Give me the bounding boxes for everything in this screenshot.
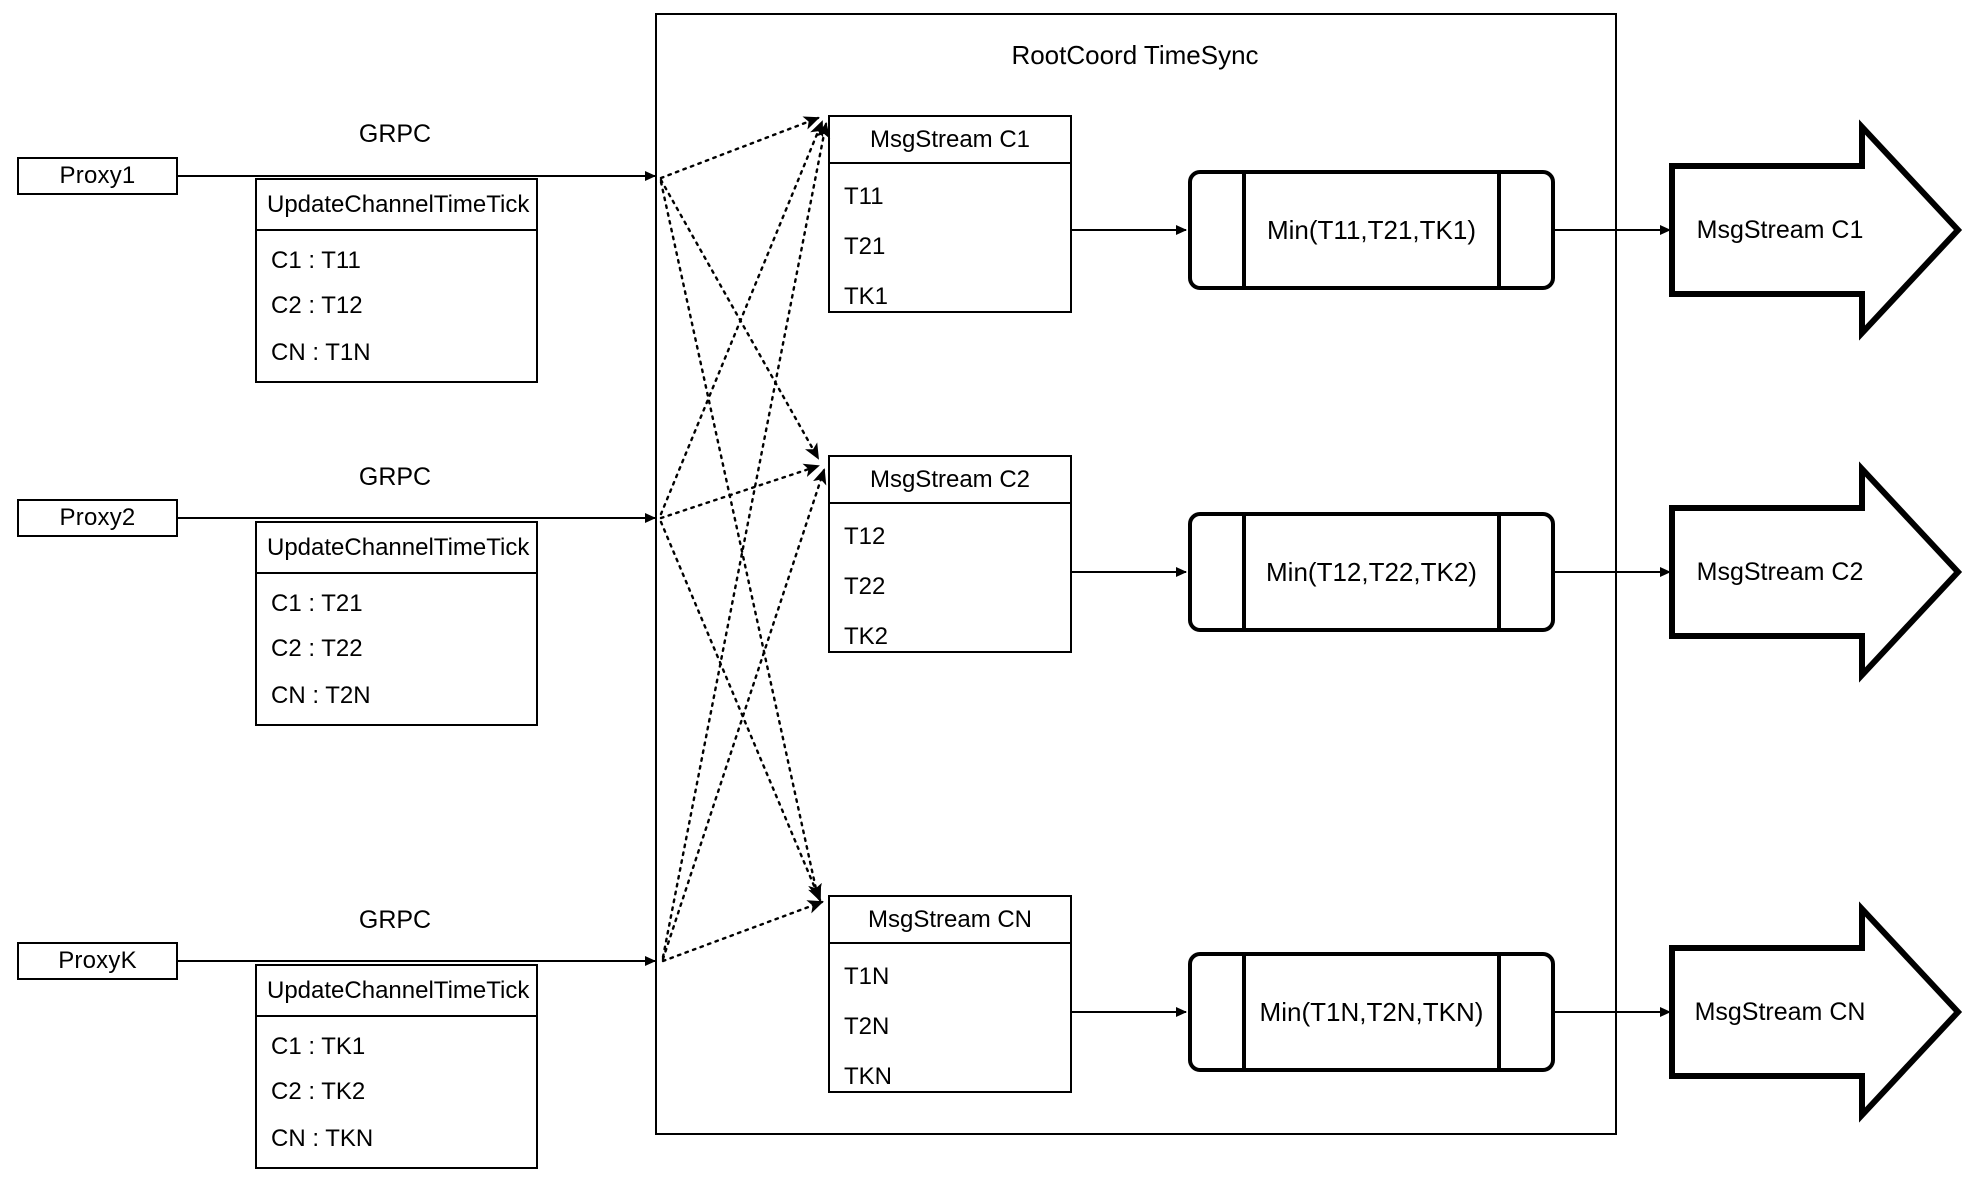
msgstream-ticks: T1N T2N TKN [830, 944, 1070, 1102]
proxy-box-proxy1[interactable]: Proxy1 [17, 157, 178, 195]
min-label: Min(T1N,T2N,TKN) [1259, 996, 1484, 1027]
update-channel-timetick-proxy2: UpdateChannelTimeTick C1 : T21 C2 : T22 … [255, 521, 538, 726]
rootcoord-timesync-container [655, 13, 1617, 1135]
payload-row: C2 : T22 [271, 634, 363, 662]
min-process-c1: Min(T11,T21,TK1) [1188, 170, 1555, 290]
msgstream-title: MsgStream C2 [830, 457, 1070, 504]
min-label: Min(T12,T22,TK2) [1266, 556, 1477, 587]
payload-row: C2 : T12 [271, 291, 363, 319]
proxy-box-proxy2[interactable]: Proxy2 [17, 499, 178, 537]
payload-title: UpdateChannelTimeTick [257, 966, 536, 1017]
min-process-c2: Min(T12,T22,TK2) [1188, 512, 1555, 632]
payload-title: UpdateChannelTimeTick [257, 523, 536, 574]
payload-row: CN : TKN [271, 1124, 374, 1152]
msgstream-box-c2: MsgStream C2 T12 T22 TK2 [828, 455, 1072, 653]
msgstream-tick: T2N [844, 1013, 890, 1040]
msgstream-tick: T12 [844, 523, 886, 550]
block-arrow-label-c2: MsgStream C2 [1696, 557, 1864, 586]
msgstream-title: MsgStream C1 [830, 117, 1070, 164]
payload-row: C1 : TK1 [271, 1032, 366, 1060]
payload-row: C2 : TK2 [271, 1077, 366, 1105]
msgstream-box-cn: MsgStream CN T1N T2N TKN [828, 895, 1072, 1093]
payload-rows: C1 : TK1 C2 : TK2 CN : TKN [257, 1017, 536, 1167]
proxy-box-proxyk[interactable]: ProxyK [17, 942, 178, 980]
block-arrow-label-c1: MsgStream C1 [1696, 215, 1864, 244]
grpc-label-proxyk: GRPC [358, 906, 432, 934]
payload-rows: C1 : T21 C2 : T22 CN : T2N [257, 574, 536, 724]
payload-title: UpdateChannelTimeTick [257, 180, 536, 231]
msgstream-tick: T21 [844, 233, 886, 260]
subroutine-right-bar [1497, 174, 1501, 286]
update-channel-timetick-proxy1: UpdateChannelTimeTick C1 : T11 C2 : T12 … [255, 178, 538, 383]
msgstream-tick: TK1 [844, 283, 889, 310]
block-arrow-label-cn: MsgStream CN [1694, 997, 1866, 1026]
rootcoord-timesync-title: RootCoord TimeSync [1011, 40, 1259, 70]
msgstream-tick: T11 [844, 183, 884, 210]
msgstream-ticks: T12 T22 TK2 [830, 504, 1070, 662]
payload-row: CN : T1N [271, 338, 371, 366]
min-process-cn: Min(T1N,T2N,TKN) [1188, 952, 1555, 1072]
msgstream-tick: T22 [844, 573, 886, 600]
subroutine-left-bar [1242, 516, 1246, 628]
subroutine-right-bar [1497, 516, 1501, 628]
payload-row: C1 : T11 [271, 246, 361, 274]
update-channel-timetick-proxyk: UpdateChannelTimeTick C1 : TK1 C2 : TK2 … [255, 964, 538, 1169]
payload-row: C1 : T21 [271, 589, 363, 617]
msgstream-ticks: T11 T21 TK1 [830, 164, 1070, 322]
msgstream-title: MsgStream CN [830, 897, 1070, 944]
subroutine-left-bar [1242, 174, 1246, 286]
msgstream-tick: T1N [844, 963, 890, 990]
msgstream-tick: TK2 [844, 623, 889, 650]
subroutine-right-bar [1497, 956, 1501, 1068]
grpc-label-proxy2: GRPC [358, 463, 432, 491]
payload-rows: C1 : T11 C2 : T12 CN : T1N [257, 231, 536, 381]
min-label: Min(T11,T21,TK1) [1266, 214, 1476, 245]
subroutine-left-bar [1242, 956, 1246, 1068]
msgstream-box-c1: MsgStream C1 T11 T21 TK1 [828, 115, 1072, 313]
msgstream-tick: TKN [844, 1063, 892, 1090]
grpc-label-proxy1: GRPC [358, 120, 432, 148]
payload-row: CN : T2N [271, 681, 371, 709]
